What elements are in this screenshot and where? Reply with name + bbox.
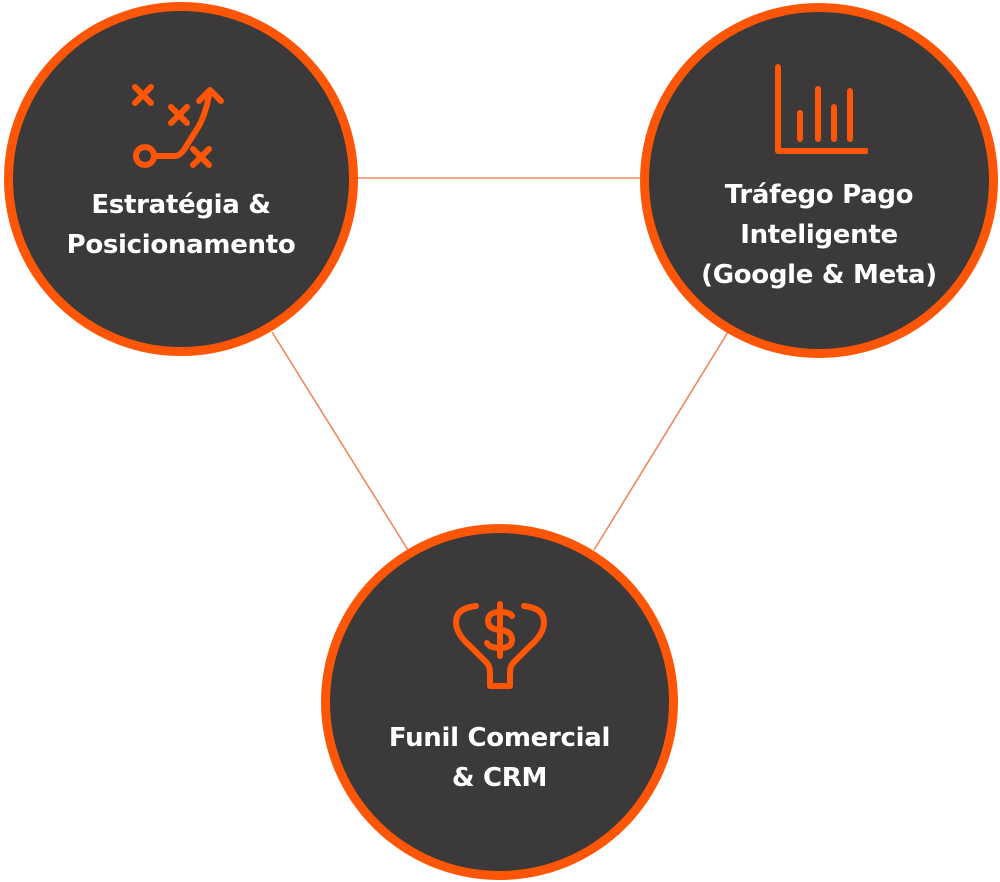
connector-strategy-funnel [271,331,409,551]
strategy-play-icon [132,84,224,168]
node-traffic-label: Tráfego Pago Inteligente (Google & Meta) [701,175,937,295]
node-traffic-label-line-3: (Google & Meta) [701,259,937,290]
node-traffic-label-line-1: Tráfego Pago [724,179,914,210]
node-funnel: Funil Comercial & CRM [321,524,678,880]
node-traffic: Tráfego Pago Inteligente (Google & Meta) [640,3,998,358]
bar-chart-icon [775,63,868,154]
node-traffic-label-line-2: Inteligente [740,219,898,250]
node-strategy-label: Estratégia & Posicionamento [67,185,296,265]
node-funnel-label-line-1: Funil Comercial [388,723,611,753]
node-strategy-label-line-2: Posicionamento [66,230,296,260]
node-funnel-label-line-2: & CRM [451,763,548,793]
connector-traffic-funnel [593,331,729,551]
dollar-funnel-icon [452,601,547,689]
node-funnel-label: Funil Comercial & CRM [389,718,610,798]
node-strategy: Estratégia & Posicionamento [4,2,358,356]
node-strategy-label-line-1: Estratégia & [91,190,271,220]
